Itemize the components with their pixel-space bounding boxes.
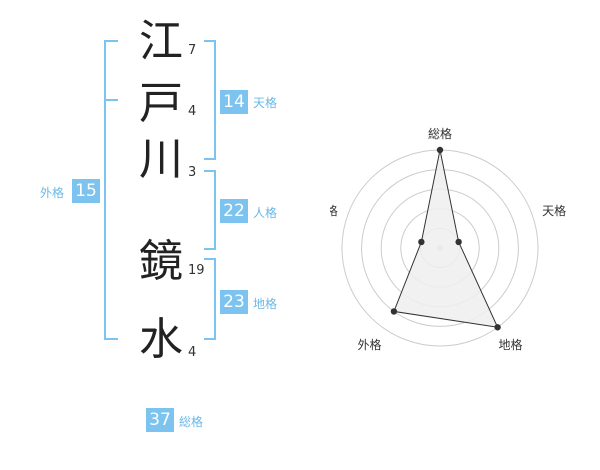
stroke-count-1: 7: [188, 43, 197, 58]
radar-axis-label-5: 人格: [330, 203, 338, 218]
jinkaku-bracket-bottom: [204, 248, 216, 250]
soukaku-value: 37: [146, 408, 174, 432]
tenkaku-bracket-bottom: [204, 158, 216, 160]
jinkaku-value: 22: [220, 199, 248, 223]
radar-axis-label-1: 総格: [428, 126, 452, 141]
gaikaku-label: 外格: [40, 186, 65, 200]
radar-axis-label-2: 天格: [542, 203, 566, 218]
radar-point-5: [418, 238, 425, 246]
name-char-5: 水: [139, 314, 183, 365]
gaikaku-value: 15: [72, 179, 100, 203]
stroke-count-2: 4: [188, 104, 197, 119]
tenkaku-label: 天格: [253, 96, 278, 110]
jinkaku-bracket-top: [204, 170, 216, 172]
radar-area: [393, 149, 499, 328]
name-char-3: 川: [139, 134, 183, 185]
radar-point-4: [390, 308, 398, 315]
gaikaku-bracket-bottom: [104, 338, 118, 340]
tenkaku-bracket-top: [204, 40, 216, 42]
stroke-count-3: 3: [188, 165, 197, 180]
radar-point-2: [455, 238, 462, 246]
name-char-2: 戸: [139, 78, 183, 129]
tenkaku-value: 14: [220, 90, 248, 114]
chikaku-value: 23: [220, 290, 248, 314]
gaikaku-bracket-top: [104, 40, 118, 42]
name-char-1: 江: [139, 16, 183, 67]
chikaku-bracket: [214, 258, 216, 340]
jinkaku-label: 人格: [253, 206, 278, 220]
tenkaku-bracket: [214, 40, 216, 160]
soukaku-label: 総格: [179, 415, 204, 429]
radar-point-3: [494, 324, 501, 331]
jinkaku-bracket: [214, 170, 216, 250]
gaikaku-bracket-mid: [104, 99, 118, 101]
stroke-count-5: 4: [188, 345, 197, 360]
chikaku-bracket-bottom: [204, 338, 216, 340]
chikaku-label: 地格: [253, 297, 278, 311]
gaikaku-bracket: [104, 40, 106, 340]
radar-axis-label-4: 外格: [357, 337, 381, 352]
radar-axis-label-3: 地格: [499, 337, 523, 352]
radar-point-1: [436, 146, 444, 154]
stroke-count-4: 19: [188, 263, 205, 278]
name-char-4: 鏡: [139, 236, 183, 287]
chikaku-bracket-top: [204, 258, 216, 260]
